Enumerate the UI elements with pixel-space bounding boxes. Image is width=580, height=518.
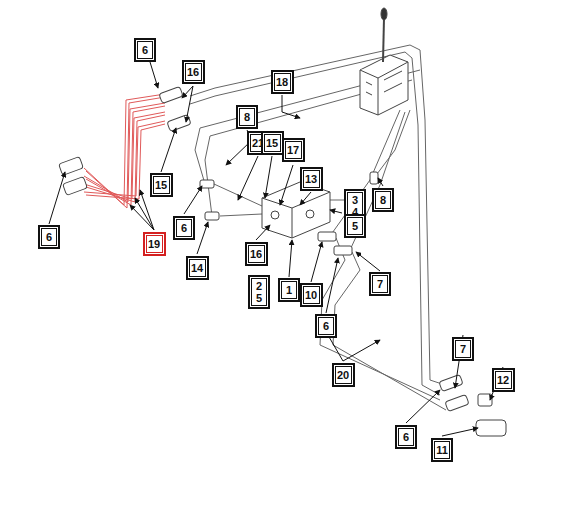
leader-line <box>378 178 383 186</box>
leader-line <box>356 252 380 271</box>
callout-number: 10 <box>305 289 317 301</box>
leader-line <box>280 165 293 205</box>
callout-number: 19 <box>148 238 160 250</box>
callout-box: 16 <box>182 60 205 84</box>
callout-box: 6 <box>173 216 195 240</box>
callout-number: 13 <box>305 173 317 185</box>
callout-number: 7 <box>377 278 383 290</box>
callout-number: 18 <box>276 76 288 88</box>
callout-box: 1 <box>278 278 300 302</box>
callout-box: 17 <box>282 138 305 162</box>
callout-box: 6 <box>395 425 417 449</box>
callout-number: 14 <box>191 262 203 274</box>
hydraulic-hose <box>374 110 410 178</box>
callout-number: 1 <box>286 284 292 296</box>
hydraulic-hose <box>190 45 445 385</box>
leader-line <box>49 172 65 224</box>
callout-number: 15 <box>155 179 167 191</box>
callout-box: 15 <box>261 131 284 155</box>
leader-line <box>311 242 322 282</box>
callout-number: 3 <box>352 194 358 206</box>
leader-line <box>326 258 338 313</box>
hydraulic-hose <box>214 184 262 206</box>
callout-box: 20 <box>332 363 355 387</box>
leader-line <box>330 210 342 213</box>
callout-number: 20 <box>337 369 349 381</box>
callout-number: 8 <box>244 111 250 123</box>
callout-box: 11 <box>431 438 453 462</box>
callout-number: 6 <box>181 222 187 234</box>
leader-line <box>300 192 311 205</box>
callout-box: 7 <box>369 272 391 296</box>
callout-box: 6 <box>134 38 156 62</box>
callout-box: 12 <box>492 368 515 392</box>
callout-number: 5 <box>256 292 262 304</box>
callout-box: 13 <box>300 167 323 191</box>
leader-line <box>289 240 292 277</box>
callout-number: 6 <box>142 44 148 56</box>
leader-line <box>197 222 208 254</box>
callout-box: 6 <box>38 225 60 249</box>
leader-line <box>161 128 176 172</box>
callout-number: 16 <box>250 248 262 260</box>
leader-line <box>238 156 258 200</box>
leader-line <box>150 62 158 88</box>
callout-number: 5 <box>352 220 358 232</box>
leader-line <box>442 428 478 436</box>
callout-number: 12 <box>497 374 509 386</box>
callout-box: 18 <box>271 70 294 94</box>
callout-number: 16 <box>187 66 199 78</box>
callout-box: 14 <box>186 256 209 280</box>
callout-box: 10 <box>300 283 323 307</box>
leader-line <box>184 186 202 214</box>
callout-box: 7 <box>452 337 474 361</box>
callout-box: 16 <box>245 242 268 266</box>
callout-number: 17 <box>287 144 299 156</box>
hydraulic-hose <box>190 52 440 395</box>
callout-number: 6 <box>403 431 409 443</box>
callout-number: 8 <box>380 194 386 206</box>
callout-box: 8 <box>236 105 258 129</box>
callout-number: 15 <box>266 137 278 149</box>
callout-number: 11 <box>436 444 448 456</box>
callout-number: 7 <box>460 343 466 355</box>
leader-line <box>186 86 193 122</box>
leader-line <box>406 390 440 423</box>
leader-line <box>282 95 300 118</box>
hydraulic-hose <box>220 214 262 216</box>
leader-line <box>265 156 272 198</box>
callout-number: 6 <box>323 320 329 332</box>
leader-line <box>343 340 380 361</box>
callout-box: 5 <box>344 214 366 238</box>
callout-box: 19 <box>143 232 166 256</box>
callout-box: 25 <box>248 275 270 309</box>
callout-box: 15 <box>150 173 173 197</box>
leader-line <box>130 205 154 230</box>
callout-number: 6 <box>46 231 52 243</box>
leader-line <box>256 225 270 240</box>
callout-number: 2 <box>256 280 262 292</box>
callout-box: 8 <box>372 188 394 212</box>
hydraulic-hose <box>320 238 440 400</box>
callout-box: 6 <box>315 314 337 338</box>
